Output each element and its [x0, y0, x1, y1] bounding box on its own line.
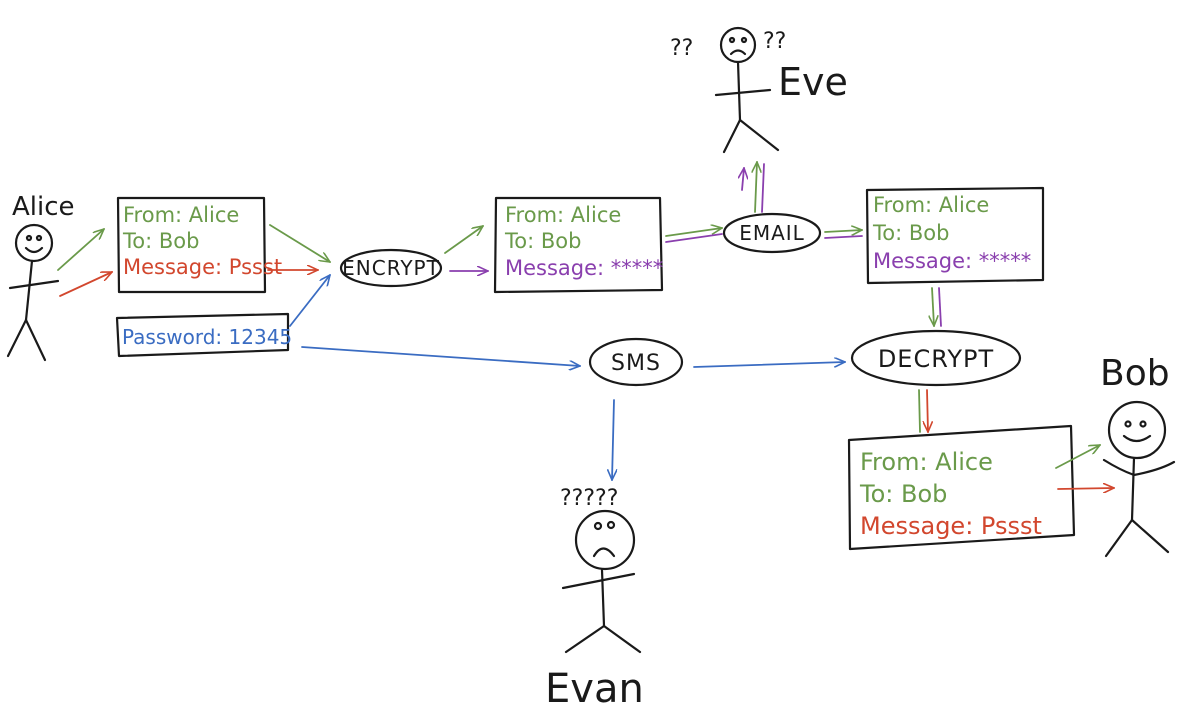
encrypted-message: Message: ***** — [505, 256, 663, 280]
eve-confusion-right: ?? — [763, 29, 786, 54]
email-label: EMAIL — [739, 221, 805, 245]
alice-to-message-green-arrow — [57, 229, 104, 271]
emailed-from: From: Alice — [873, 193, 989, 217]
decrypted-from: From: Alice — [860, 448, 993, 476]
decrypted-to: To: Bob — [859, 480, 947, 508]
alice-figure: Alice — [6, 192, 75, 362]
decrypted-message: Message: Pssst — [860, 512, 1042, 540]
eve-figure: ?? ?? Eve — [670, 26, 848, 154]
eve-confusion-left: ?? — [670, 36, 693, 61]
decrypt-to-box-red-arrow — [927, 389, 928, 432]
email-to-box-green-arrow — [824, 230, 862, 232]
decrypt-node: DECRYPT — [850, 329, 1022, 387]
evan-label: Evan — [545, 666, 644, 712]
email-to-eve-green-arrow — [755, 162, 757, 213]
evan-figure: ????? Evan — [545, 486, 644, 712]
box-to-bob-green-arrow — [1055, 444, 1100, 469]
encrypted-message-box: From: Alice To: Bob Message: ***** — [493, 196, 663, 294]
evan-stick-figure-icon — [561, 509, 642, 654]
email-to-eve-purple-arrow — [742, 168, 744, 191]
decrypt-label: DECRYPT — [878, 345, 994, 373]
eve-stick-figure-icon — [714, 26, 780, 154]
original-to: To: Bob — [122, 229, 199, 253]
original-message-box: From: Alice To: Bob Message: Pssst — [116, 196, 282, 294]
encrypt-label: ENCRYPT — [342, 256, 440, 280]
password-to-encrypt-arrow — [289, 275, 330, 327]
box-to-bob-red-arrow — [1057, 488, 1114, 489]
emailed-message-box: From: Alice To: Bob Message: ***** — [865, 186, 1045, 285]
sms-to-decrypt-arrow — [693, 362, 845, 368]
original-from: From: Alice — [123, 203, 239, 227]
alice-label: Alice — [12, 192, 75, 222]
email-to-eve-purple-line — [761, 163, 765, 213]
email-to-box-purple-line — [824, 235, 863, 239]
sms-to-evan-arrow — [612, 399, 614, 480]
emailed-message: Message: ***** — [873, 249, 1031, 273]
encrypted-to: To: Bob — [504, 229, 581, 253]
bob-label: Bob — [1100, 353, 1170, 394]
encrypt-node: ENCRYPT — [339, 248, 443, 288]
sms-label: SMS — [611, 351, 661, 376]
box-to-decrypt-green-arrow — [932, 287, 934, 326]
evan-confusion: ????? — [560, 486, 618, 511]
encrypt-to-box-green-arrow — [444, 226, 483, 254]
alice-to-message-red-arrow — [59, 271, 112, 297]
encrypted-from: From: Alice — [505, 203, 621, 227]
decrypted-message-box: From: Alice To: Bob Message: Pssst — [847, 424, 1076, 551]
eve-label: Eve — [778, 60, 848, 104]
bob-figure: Bob — [1100, 353, 1176, 558]
original-message: Message: Pssst — [123, 255, 282, 279]
box-to-email-purple-line — [665, 233, 723, 243]
alice-stick-figure-icon — [6, 223, 60, 362]
email-node: EMAIL — [722, 212, 822, 254]
emailed-to: To: Bob — [872, 221, 949, 245]
password-text: Password: 12345 — [122, 325, 292, 349]
password-to-sms-arrow — [301, 346, 580, 366]
sms-node: SMS — [588, 337, 684, 387]
message-to-encrypt-green-arrow — [269, 224, 330, 262]
box-to-decrypt-purple-line — [938, 287, 942, 327]
password-box: Password: 12345 — [115, 312, 292, 358]
bob-stick-figure-icon — [1102, 400, 1176, 558]
box-to-email-green-arrow — [665, 228, 722, 237]
decrypt-to-box-green-line — [918, 389, 921, 433]
